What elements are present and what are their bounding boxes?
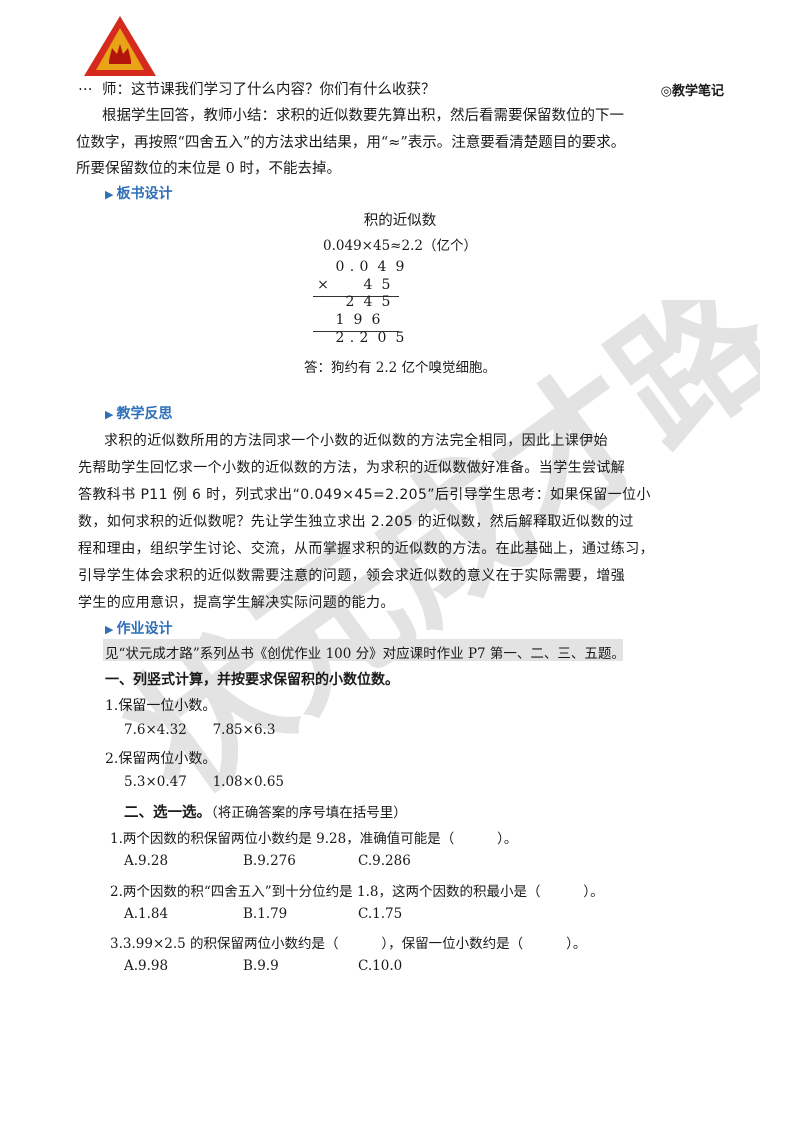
question-2: 2.两个因数的积“四舍五入”到十分位约是 1.8，这两个因数的积最小是（ ）。 xyxy=(110,884,604,900)
part2-hint: （将正确答案的序号填在括号里） xyxy=(211,805,407,821)
q3-option-a: A.9.98 xyxy=(124,958,169,974)
question-3: 3.3.99×2.5 的积保留两位小数约是（ ），保留一位小数约是（ ）。 xyxy=(110,936,587,952)
reflection-line-7: 学生的应用意识，提高学生解决实际问题的能力。 xyxy=(78,595,395,611)
reflection-heading: ▶教学反思 xyxy=(105,406,173,422)
triangle-bullet-icon: ▶ xyxy=(105,408,114,421)
board-answer: 答：狗约有 2.2 亿个嗅觉细胞。 xyxy=(303,360,497,376)
summary-line-1: 师：这节课我们学习了什么内容？你们有什么收获？ xyxy=(102,82,436,98)
q2-option-c: C.1.75 xyxy=(358,906,403,922)
triangle-bullet-icon: ▶ xyxy=(105,623,114,636)
homework-intro-highlight xyxy=(103,639,623,661)
board-title: 积的近似数 xyxy=(363,213,437,229)
q1-option-b: B.9.276 xyxy=(243,853,296,869)
svg-text:状元成才路: 状元成才路 xyxy=(97,300,760,820)
part1-q2: 2.保留两位小数。 xyxy=(105,751,217,767)
part1-q2-items: 5.3×0.47 1.08×0.65 xyxy=(124,774,285,790)
q2-option-b: B.1.79 xyxy=(243,906,288,922)
part1-q1: 1.保留一位小数。 xyxy=(105,698,217,714)
summary-line-4: 所要保留数位的末位是 0 时，不能去掉。 xyxy=(76,161,341,177)
homework-intro: 见“状元成才路”系列丛书《创优作业 100 分》对应课时作业 P7 第一、二、三… xyxy=(105,646,625,662)
part2-title: 二、选一选。 xyxy=(124,805,211,821)
calc-result-line xyxy=(313,331,399,332)
reflection-line-3: 答教科书 P11 例 6 时，列式求出“0.049×45=2.205”后引导学生… xyxy=(78,487,651,503)
board-equation: 0.049×45≈2.2（亿个） xyxy=(323,238,477,254)
dots-ellipsis: … xyxy=(78,78,93,94)
watermark-logo-text: 状元成才路 xyxy=(97,300,760,820)
part1-q1-items: 7.6×4.32 7.85×6.3 xyxy=(124,722,276,738)
q3-option-b: B.9.9 xyxy=(243,958,279,974)
calc-divider-line xyxy=(313,296,399,297)
triangle-bullet-icon: ▶ xyxy=(105,188,114,201)
summary-line-2: 根据学生回答，教师小结：求积的近似数要先算出积，然后看需要保留数位的下一 xyxy=(102,108,624,124)
reflection-line-4: 数，如何求积的近似数呢？先让学生独立求出 2.205 的近似数，然后解释取近似数… xyxy=(78,514,634,530)
reflection-line-1: 求积的近似数所用的方法同求一个小数的近似数的方法完全相同，因此上课伊始 xyxy=(104,433,608,449)
homework-heading: ▶作业设计 xyxy=(105,621,173,637)
teaching-notes-label: ◎教学笔记 xyxy=(660,84,724,99)
part1-title: 一、列竖式计算，并按要求保留积的小数位数。 xyxy=(105,672,399,688)
q3-option-c: C.10.0 xyxy=(358,958,403,974)
reflection-line-5: 程和理由，组织学生讨论、交流，从而掌握求积的近似数的方法。在此基础上，通过练习， xyxy=(78,541,654,557)
calc-row-multiplier: × xyxy=(317,277,329,293)
crown-shield-logo xyxy=(84,16,156,76)
summary-line-3: 位数字，再按照“四舍五入”的方法求出结果，用“≈”表示。注意要看清楚题目的要求。 xyxy=(76,135,626,151)
q2-option-a: A.1.84 xyxy=(124,906,169,922)
reflection-line-2: 先帮助学生回忆求一个小数的近似数的方法，为求积的近似数做好准备。当学生尝试解 xyxy=(78,460,626,476)
part2-heading: 二、选一选。（将正确答案的序号填在括号里） xyxy=(124,801,407,822)
board-design-heading: ▶板书设计 xyxy=(105,186,173,202)
q1-option-a: A.9.28 xyxy=(124,853,169,869)
q1-option-c: C.9.286 xyxy=(358,853,411,869)
question-1: 1.两个因数的积保留两位小数约是 9.28，准确值可能是（ ）。 xyxy=(110,831,518,847)
reflection-line-6: 引导学生体会求积的近似数需要注意的问题，领会求近似数的意义在于实际需要，增强 xyxy=(78,568,626,584)
